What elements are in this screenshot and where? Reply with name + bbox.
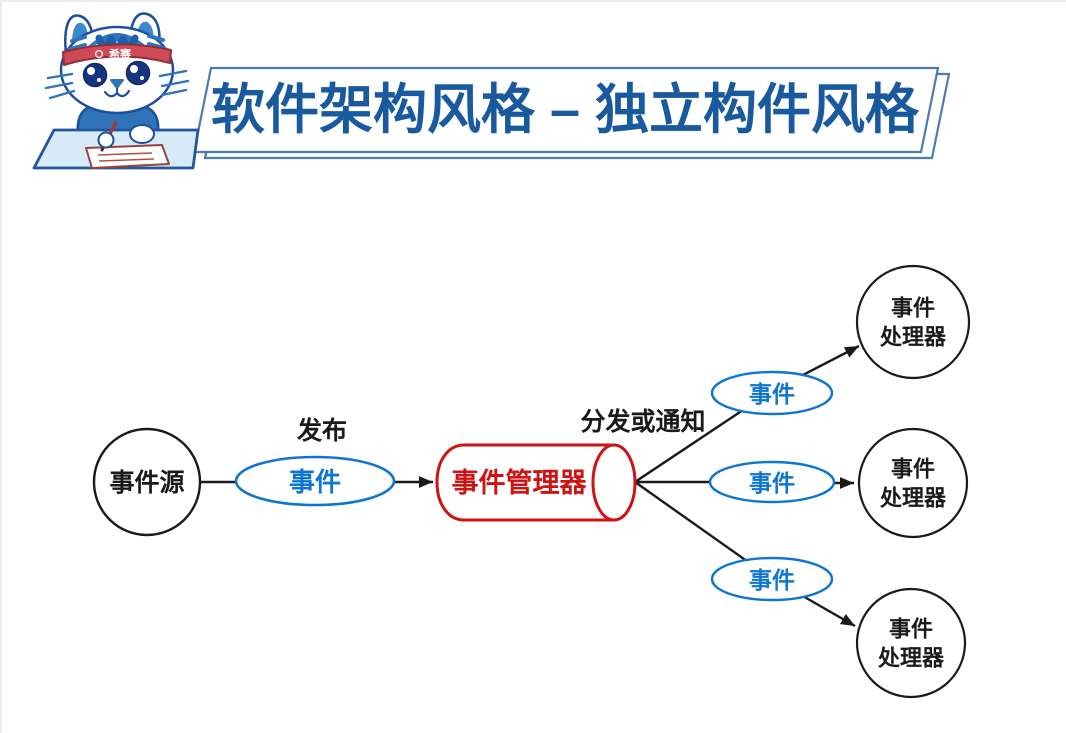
manager-cylinder-cap [591,443,637,522]
cat-left-paw [97,131,115,149]
event-label: 事件 [749,567,795,593]
cat-eyes [82,60,151,88]
headband-logo-icon [94,49,104,59]
node-event-top: 事件 [710,370,834,416]
event-label: 事件 [289,467,341,497]
cat-right-paw [129,124,155,144]
handler-label-line2: 处理器 [879,325,947,350]
node-event-mid: 事件 [708,460,836,504]
handler-label-line1: 事件 [891,296,935,321]
event-diagram: 发布 分发或通知 事件源 事件 事件管理器 事件 事件 事件 [92,264,971,699]
node-event-bottom: 事件 [710,556,834,602]
node-event-manager: 事件管理器 [435,443,637,522]
publish-label: 发布 [296,416,347,445]
cat-whiskers [44,69,190,100]
node-event-handler-top: 事件 处理器 [855,264,971,380]
event-source-label: 事件源 [109,469,184,497]
cat-nose [110,79,124,89]
paper-lines [97,152,155,162]
headband-text: 希赛 [108,47,132,61]
node-event-handler-bottom: 事件 处理器 [855,587,967,699]
cat-mouth [103,89,131,98]
event-label: 事件 [749,381,795,407]
handler-label-line2: 处理器 [877,646,945,671]
title-plate: 软件架构风格 – 独立构件风格 [192,66,951,160]
cat-headband [62,43,172,66]
mascot-cat: 希赛 [32,12,200,170]
node-event-handler-mid: 事件 处理器 [857,427,969,539]
paper [85,144,170,169]
manager-cylinder-body [435,443,614,522]
node-event-source: 事件源 [92,427,202,537]
handler-label-line2: 处理器 [879,486,947,511]
node-event-published: 事件 [234,455,396,507]
event-manager-label: 事件管理器 [452,468,588,498]
title-plate-main [192,66,940,154]
event-label: 事件 [749,470,795,496]
dispatch-label: 分发或通知 [580,407,705,436]
handler-label-line1: 事件 [889,617,933,642]
page-title: 软件架构风格 – 独立构件风格 [211,80,920,140]
handler-label-line1: 事件 [891,457,935,482]
